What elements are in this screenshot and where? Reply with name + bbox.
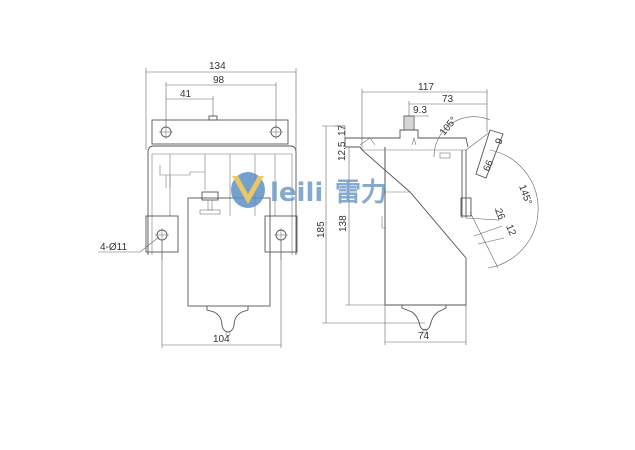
dim-12: 12 — [473, 223, 518, 245]
svg-text:134: 134 — [209, 61, 226, 72]
dim-185: 185 — [316, 125, 425, 324]
dim-134: 134 — [145, 61, 297, 150]
svg-text:117: 117 — [418, 82, 434, 93]
svg-text:105°: 105° — [438, 115, 460, 138]
side-body — [345, 146, 467, 306]
dim-104: 104 — [161, 240, 282, 348]
svg-text:138: 138 — [338, 215, 349, 232]
side-nozzle — [401, 305, 447, 331]
dim-12-5: 12.5 — [337, 138, 348, 161]
dim-66: 66 — [482, 158, 497, 173]
dim-117: 117 — [361, 82, 488, 150]
svg-text:74: 74 — [418, 331, 430, 342]
svg-text:41: 41 — [180, 89, 192, 100]
svg-text:12: 12 — [503, 223, 518, 238]
dim-26: 26 — [492, 207, 507, 222]
front-view: 134 98 41 104 4-Ø11 — [98, 61, 298, 348]
terminal-block — [201, 191, 219, 201]
dim-74: 74 — [384, 305, 467, 345]
dim-98: 98 — [165, 75, 277, 127]
dim-holes: 4-Ø11 — [98, 236, 160, 253]
logo-text-latin: leili — [270, 178, 323, 208]
svg-text:185: 185 — [316, 221, 327, 238]
dim-41: 41 — [166, 89, 214, 117]
svg-text:12.5: 12.5 — [337, 141, 348, 161]
leili-logo: leili 雷力 — [231, 172, 387, 208]
dim-73: 73 — [408, 94, 487, 116]
bracket-head — [475, 129, 504, 179]
dim-9: 9 — [494, 136, 506, 146]
dim-17: 17 — [335, 124, 348, 138]
top-hole-left — [159, 125, 173, 139]
svg-text:9.3: 9.3 — [413, 105, 427, 116]
side-shaft — [403, 115, 415, 131]
top-plate — [151, 119, 289, 145]
svg-text:26: 26 — [492, 207, 507, 222]
dim-138: 138 — [338, 147, 385, 306]
svg-text:145°: 145° — [516, 183, 533, 206]
svg-text:104: 104 — [213, 334, 230, 345]
svg-text:73: 73 — [442, 94, 454, 105]
svg-text:98: 98 — [213, 75, 225, 86]
svg-text:4-Ø11: 4-Ø11 — [100, 242, 127, 253]
dim-9-3: 9.3 — [404, 105, 429, 117]
bracket-frame — [147, 145, 297, 255]
logo-v-icon — [231, 172, 265, 208]
logo-text-chinese: 雷力 — [335, 178, 387, 208]
top-hole-right — [269, 125, 283, 139]
svg-text:66: 66 — [482, 158, 497, 173]
bracket-clip — [460, 197, 472, 217]
bottom-nozzle — [206, 306, 249, 333]
side-view: 117 73 9.3 17 12.5 185 138 — [316, 82, 539, 345]
svg-text:17: 17 — [337, 124, 348, 136]
svg-text:9: 9 — [494, 136, 506, 146]
